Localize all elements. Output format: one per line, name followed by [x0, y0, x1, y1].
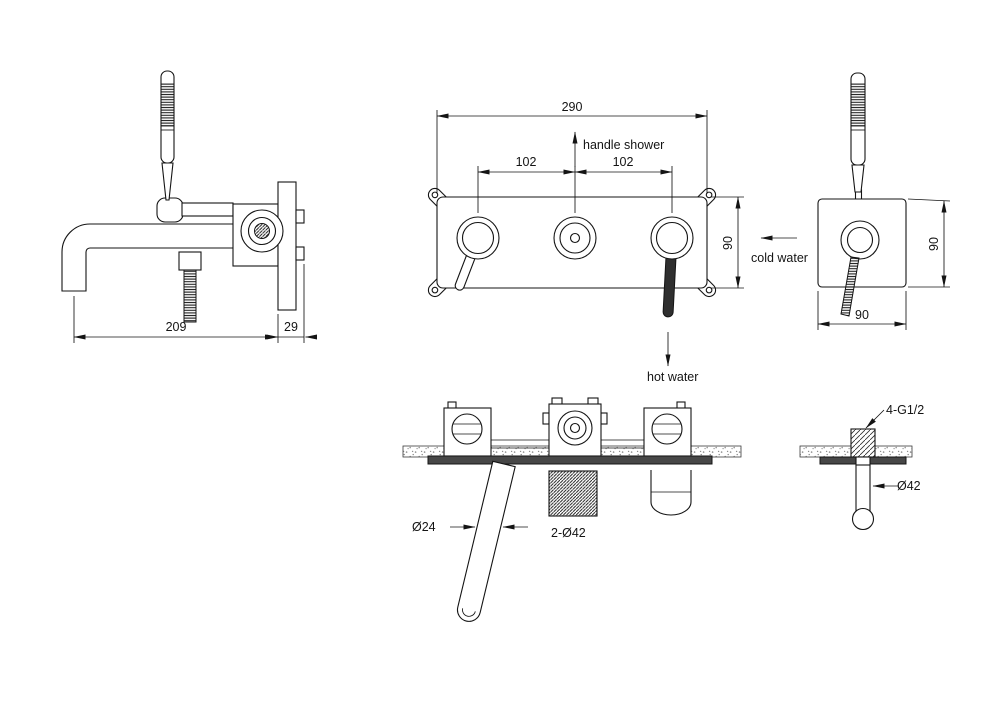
- hot-lever: [662, 253, 677, 318]
- mounting-ears: [427, 187, 717, 298]
- wall-fitting-detail: 4-G1/2 Ø42: [799, 403, 924, 531]
- hand-shower-side: [156, 70, 234, 223]
- wall-section-right: [874, 445, 913, 458]
- right-view-dimensions: 90 90: [817, 198, 951, 330]
- shower-hose-right: [840, 256, 860, 317]
- left-lever: [454, 249, 478, 291]
- label-thread: 4-G1/2: [886, 403, 924, 417]
- dim-front-height: 90: [721, 236, 735, 250]
- flow-annotations: handle shower cold water hot water: [572, 131, 808, 384]
- plan-dimensions: Ø24 2-Ø42: [412, 520, 586, 540]
- front-view: 290 102 102 90 handle shower cold water …: [427, 100, 808, 384]
- dim-escutcheons: 2-Ø42: [551, 526, 586, 540]
- right-side-view: 90 90: [817, 72, 951, 330]
- side-dimensions: 209 29: [73, 264, 317, 343]
- valve-escutcheons: [456, 216, 694, 260]
- dim-plate-depth: 29: [284, 320, 298, 334]
- label-cold-water: cold water: [751, 251, 808, 265]
- front-dimensions: 290 102 102 90: [436, 100, 744, 289]
- wall-section-left: [799, 445, 852, 458]
- side-view: 209 29: [61, 70, 317, 343]
- valve-bodies-plan: [443, 397, 692, 457]
- dim-spout-reach: 209: [166, 320, 187, 334]
- dim-spacing-right: 102: [613, 155, 634, 169]
- shower-connector-section: [548, 470, 598, 517]
- holder-stem: [851, 465, 875, 531]
- threaded-fitting: [850, 428, 876, 458]
- label-hot-water: hot water: [647, 370, 698, 384]
- spout-plan: [456, 460, 516, 622]
- dim-holder-height: 90: [927, 237, 941, 251]
- plan-view: Ø24 2-Ø42: [402, 397, 742, 622]
- dim-front-width: 290: [562, 100, 583, 114]
- dim-spacing-left: 102: [516, 155, 537, 169]
- dim-spout-diameter: Ø24: [412, 520, 436, 534]
- dim-holder-diameter: Ø42: [897, 479, 921, 493]
- shower-hose-side: [178, 251, 202, 323]
- lever-plan: [650, 470, 692, 516]
- dim-holder-width: 90: [855, 308, 869, 322]
- wall-spout: [61, 223, 236, 292]
- valve-body-side: [232, 181, 305, 311]
- label-handle-shower: handle shower: [583, 138, 664, 152]
- detail-annotations: 4-G1/2 Ø42: [865, 403, 924, 493]
- plate-edge: [427, 455, 713, 465]
